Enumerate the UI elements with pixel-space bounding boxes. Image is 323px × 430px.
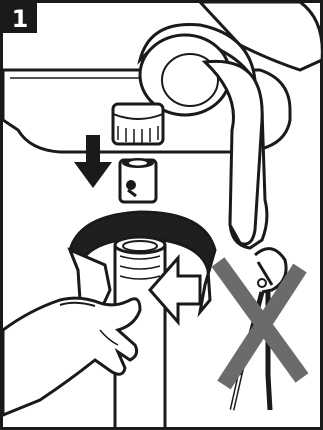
step-badge: 1 (3, 3, 37, 33)
aerator-insert (120, 158, 156, 202)
step-number: 1 (12, 5, 29, 33)
mixer-outlet (113, 104, 163, 144)
